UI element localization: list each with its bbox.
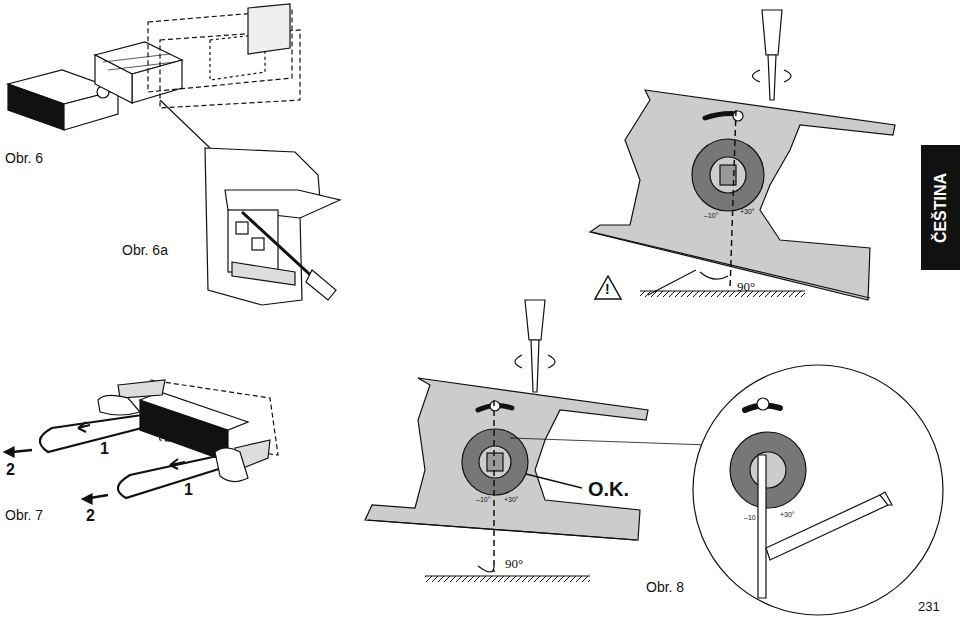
scale-mark: +30° xyxy=(780,511,795,518)
callout-number: 2 xyxy=(86,508,95,524)
ok-label: O.K. xyxy=(588,479,629,499)
language-tab: ČEŠTINA xyxy=(921,145,960,270)
figure-label: Obr. 6a xyxy=(122,243,168,257)
scale-mark: +30° xyxy=(740,208,755,215)
figure-label: Obr. 6 xyxy=(5,151,43,165)
angle-label: 90° xyxy=(737,280,755,293)
figure-label: Obr. 7 xyxy=(5,508,43,522)
callout-number: 2 xyxy=(6,462,15,478)
scale-mark: +30° xyxy=(504,496,519,503)
warning-symbol: ! xyxy=(605,282,610,296)
scale-mark: –10° xyxy=(476,496,490,503)
figure-label: Obr. 8 xyxy=(646,580,684,594)
angle-label: 90° xyxy=(505,557,523,570)
callout-number: 1 xyxy=(184,482,193,498)
scale-mark: –10° xyxy=(704,212,718,219)
tab-text: ČEŠTINA xyxy=(933,172,949,242)
scale-mark: –10 xyxy=(744,514,756,521)
callout-number: 1 xyxy=(100,441,109,457)
page-number: 231 xyxy=(918,600,940,613)
